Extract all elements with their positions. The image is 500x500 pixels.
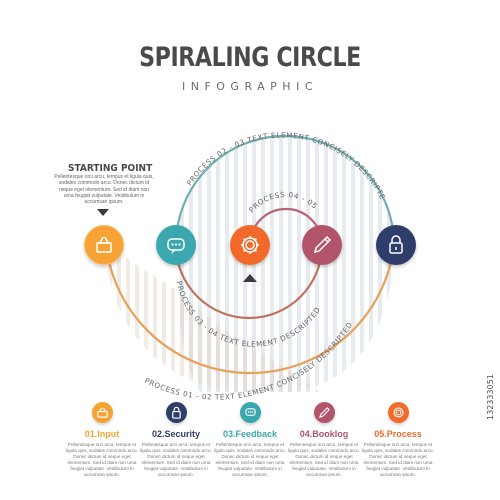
step-feedback-label: 03.Feedback [222, 429, 278, 439]
node-feedback[interactable] [156, 225, 196, 265]
chat-icon [167, 238, 185, 254]
step-input-label: 01.Input [84, 429, 120, 439]
node-security[interactable] [376, 225, 416, 265]
chat-icon [244, 408, 256, 416]
step-process-circle [387, 402, 409, 423]
step-security-circle [165, 402, 187, 423]
arc-outer-line [104, 244, 396, 375]
step-input-text: Pellentesque orci arcu, tempus et ligula… [66, 442, 138, 477]
step-process-label: 05.Process [374, 429, 422, 439]
starting-point-title: STARTING POINT [68, 163, 153, 174]
pencil-icon [313, 235, 332, 254]
step-security-label: 02.Security [151, 429, 201, 439]
step-input: 01.Input Pellentesque orci arcu, tempus … [59, 402, 145, 478]
step-process: 05.Process Pellentesque orci arcu, tempu… [355, 402, 441, 478]
stripe-fill-warm [106, 245, 320, 392]
arc-top-line [174, 134, 396, 246]
step-feedback-circle [239, 402, 261, 423]
step-booklog: 04.Booklog Pellentesque orci arcu, tempu… [281, 402, 367, 478]
start-marker-icon [97, 209, 109, 216]
pencil-icon [318, 407, 330, 419]
step-feedback-text: Pellentesque orci arcu, tempus et ligula… [214, 442, 286, 477]
step-security-text: Pellentesque orci arcu, tempus et ligula… [140, 442, 212, 477]
lock-icon [389, 235, 403, 254]
lock-icon [171, 406, 181, 419]
node-process[interactable] [230, 225, 270, 265]
step-booklog-text: Pellentesque orci arcu, tempus et ligula… [288, 442, 360, 477]
step-security: 02.Security Pellentesque orci arcu, temp… [133, 402, 219, 478]
page-title: SPIRALING CIRCLE [139, 42, 361, 73]
page-subtitle: INFOGRAPHIC [181, 80, 319, 93]
step-booklog-label: 04.Booklog [299, 429, 349, 439]
basket-icon [96, 407, 108, 418]
stripe-fill-large [176, 136, 394, 392]
gear-icon [392, 407, 404, 418]
gear-icon [241, 236, 259, 254]
node-booklog[interactable] [302, 225, 342, 265]
step-process-text: Pellentesque orci arcu, tempus et ligula… [362, 442, 434, 477]
step-booklog-circle [313, 402, 335, 423]
step-input-circle [91, 402, 113, 423]
arc-middle-line [174, 244, 324, 320]
node-input[interactable] [83, 224, 125, 266]
starting-point-text: Pellentesque orci arcu, tempus et ligula… [54, 174, 154, 206]
step-feedback: 03.Feedback Pellentesque orci arcu, temp… [207, 402, 293, 478]
basket-icon [96, 236, 112, 253]
center-marker-icon [243, 274, 257, 282]
side-id-text: 132333051 [486, 374, 495, 420]
